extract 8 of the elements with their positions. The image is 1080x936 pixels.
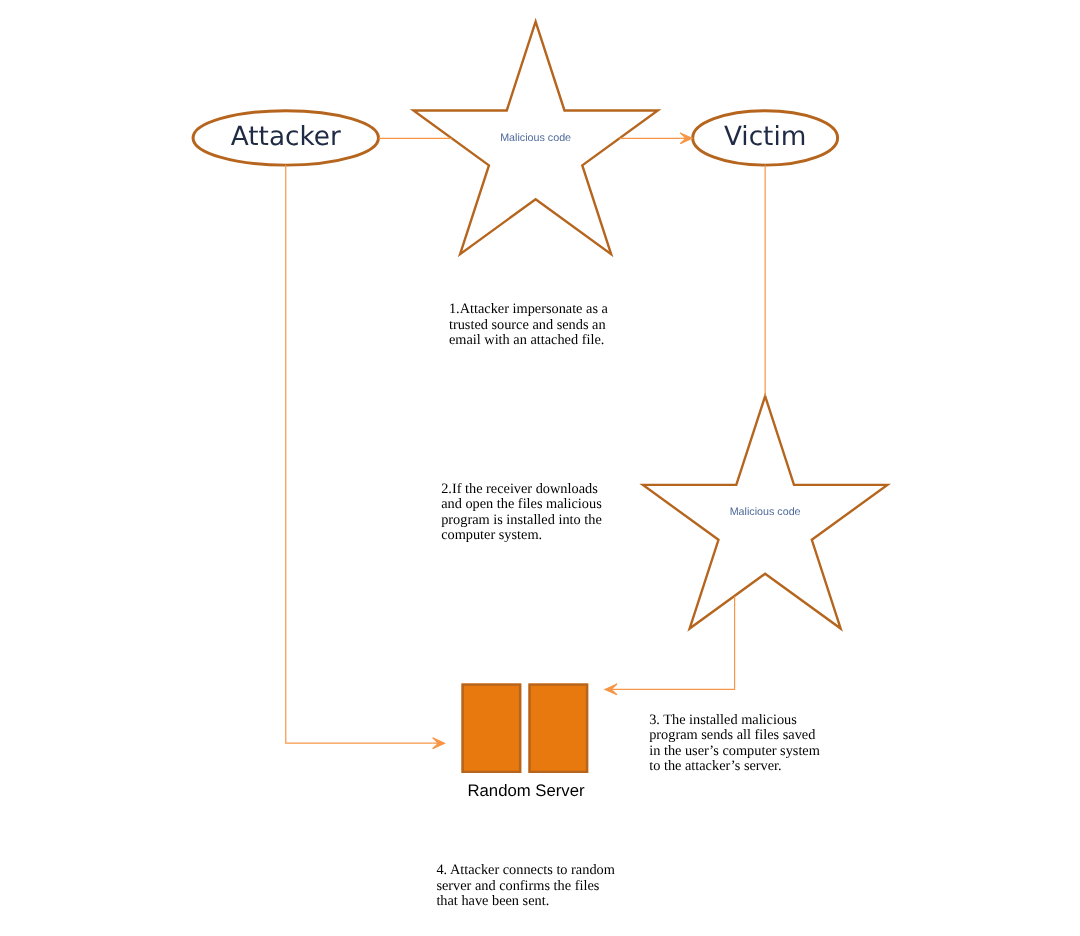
- node-ellipse: Victim: [691, 109, 840, 167]
- connector: [764, 164, 766, 397]
- connector: [378, 137, 453, 139]
- arrow: [604, 595, 736, 696]
- node-label: Random Server: [467, 780, 585, 801]
- node-ellipse: Attacker: [191, 109, 380, 167]
- arrow: [285, 164, 446, 750]
- arrow: [618, 132, 693, 145]
